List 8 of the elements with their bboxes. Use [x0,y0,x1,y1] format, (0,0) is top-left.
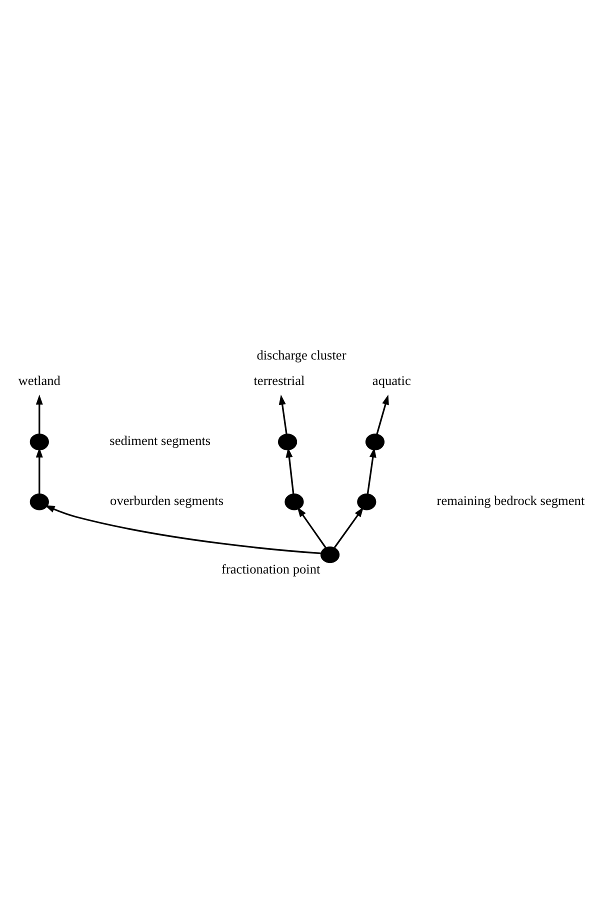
label: overburden segments [110,493,224,508]
node-text: wetland [18,373,60,388]
node-text: terrestrial [254,373,305,388]
node-text: aquatic [372,373,411,388]
label: sediment segments [110,433,211,448]
node-label: fractionation point [222,561,320,576]
diagram-title: discharge cluster [256,347,346,362]
label: remaining bedrock segment [436,493,585,508]
